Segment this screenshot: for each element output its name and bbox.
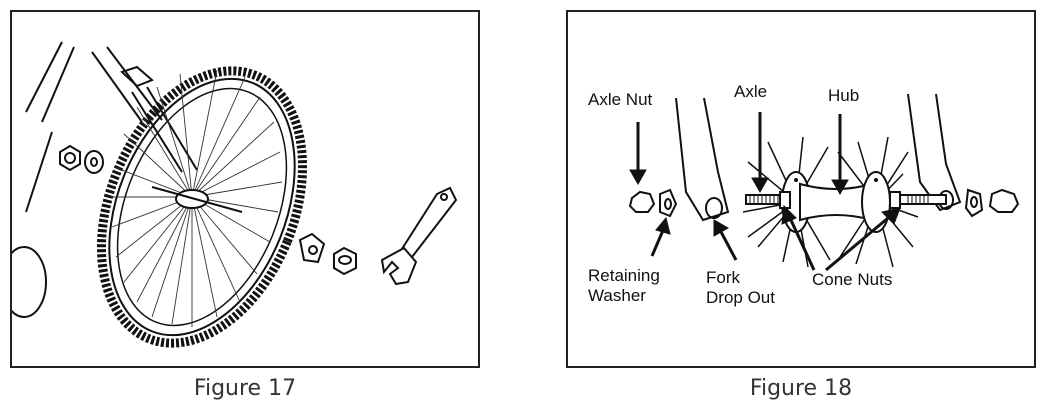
fork-leg-left bbox=[675, 97, 730, 222]
label-axle: Axle bbox=[734, 82, 768, 101]
wrench-icon bbox=[380, 186, 458, 286]
label-fork-drop-out: Fork Drop Out bbox=[706, 268, 775, 308]
figure-18-caption: Figure 18 bbox=[749, 376, 853, 401]
label-cone-nuts: Cone Nuts bbox=[812, 270, 893, 289]
retaining-washer-right bbox=[964, 188, 984, 218]
figure-17-caption: Figure 17 bbox=[193, 376, 297, 401]
label-hub: Hub bbox=[828, 86, 860, 105]
label-retaining-washer: Retaining Washer bbox=[588, 266, 660, 306]
cone-nut-left bbox=[779, 191, 791, 209]
figure-17-panel bbox=[10, 10, 480, 368]
label-retaining-washer-line1: Retaining bbox=[588, 266, 660, 285]
frame-tube bbox=[25, 41, 63, 113]
hub-assembly-illustration bbox=[628, 93, 1020, 272]
label-fork-drop-out-line1: Fork bbox=[706, 268, 740, 287]
arrow-cone-nut-left bbox=[781, 204, 816, 271]
axle-nut-right bbox=[988, 188, 1020, 213]
axle-nut-left bbox=[59, 144, 81, 172]
retaining-washer-right bbox=[298, 232, 326, 264]
front-wheel bbox=[96, 66, 308, 348]
label-fork-drop-out-line2: Drop Out bbox=[706, 288, 775, 307]
cone-nut-right bbox=[889, 191, 901, 209]
arrow-fork-drop-out bbox=[713, 219, 738, 261]
figure-18-panel: Axle Nut Axle Hub Retaining Washer Fork … bbox=[566, 10, 1036, 368]
label-axle-nut: Axle Nut bbox=[588, 90, 653, 109]
arrow-retaining-washer bbox=[650, 216, 671, 257]
axle-nut-right bbox=[333, 246, 357, 276]
retaining-washer-left bbox=[84, 150, 104, 174]
label-retaining-washer-line2: Washer bbox=[588, 286, 646, 305]
hub bbox=[742, 136, 919, 268]
arrow-axle-nut bbox=[629, 122, 647, 186]
arrow-axle bbox=[751, 112, 769, 194]
fork-leg-right bbox=[907, 93, 962, 212]
retaining-washer-left bbox=[659, 188, 678, 218]
arrow-hub bbox=[831, 114, 849, 196]
wheel-installation-illustration bbox=[12, 41, 458, 348]
axle-nut-left bbox=[628, 190, 656, 213]
arrow-cone-nut-right bbox=[825, 207, 901, 272]
